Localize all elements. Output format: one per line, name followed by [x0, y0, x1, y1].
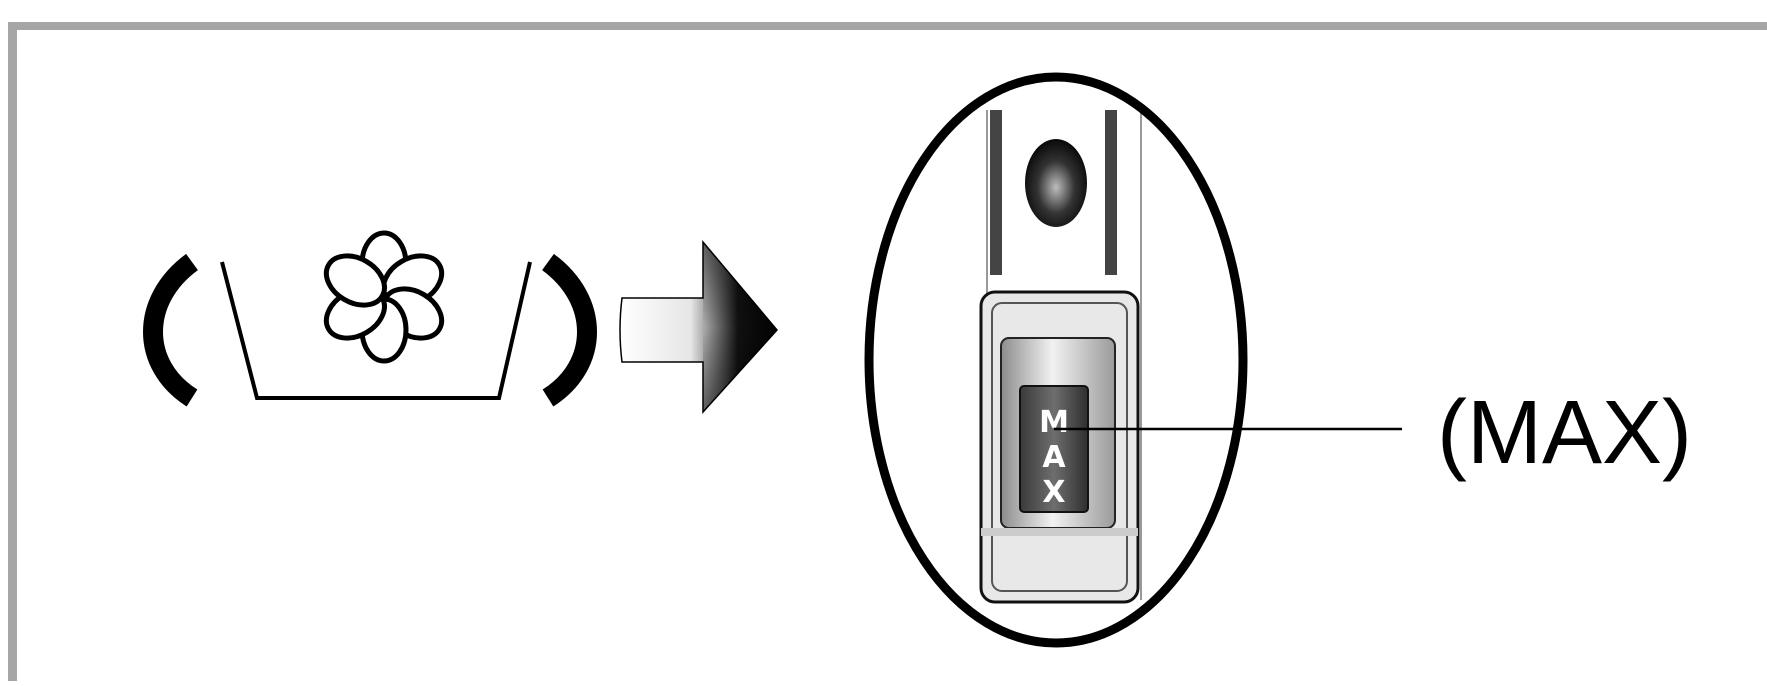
right-arrow-icon	[619, 239, 778, 414]
knob-letter-m: M	[1039, 405, 1069, 440]
max-callout-label: (MAX)	[1437, 383, 1692, 483]
dial-knob	[1019, 385, 1089, 513]
highlight-oval	[864, 72, 1248, 648]
knob-letter-a: A	[1042, 440, 1066, 475]
knob-letter-x: X	[1042, 475, 1065, 510]
flower-icon	[323, 230, 445, 364]
dial-hole	[1025, 139, 1087, 227]
left-paren-glyph	[143, 253, 199, 407]
tray-outline	[220, 261, 532, 400]
frame-border	[8, 22, 1767, 681]
rotary-dial-icon: M A X	[864, 72, 1248, 648]
right-paren-glyph	[541, 253, 597, 407]
knob-letters: M A X	[1039, 405, 1069, 510]
flower-in-tray-icon	[143, 230, 597, 407]
